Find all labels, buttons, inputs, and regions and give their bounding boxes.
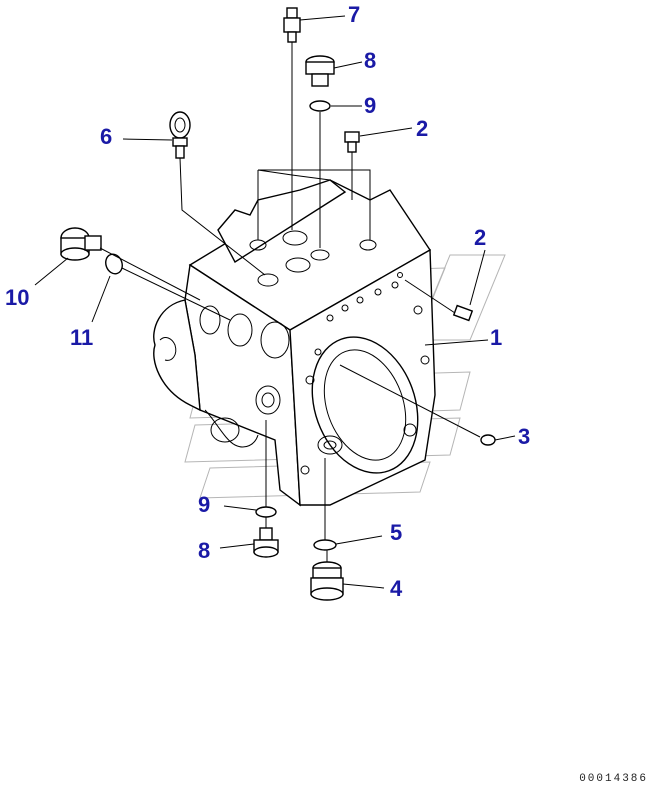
pump-body (153, 179, 436, 507)
assembly-lines (99, 42, 489, 562)
part-4-plug (310, 561, 385, 601)
callout-2-side: 2 (474, 225, 486, 250)
reference-number: 00014386 (579, 773, 648, 785)
part-9-oring-top (309, 100, 362, 112)
callout-8-top: 8 (364, 48, 376, 73)
part-3-cap (480, 434, 516, 446)
part-9-oring-bottom (223, 505, 277, 518)
callout-7: 7 (348, 2, 360, 27)
part-8-plug-bottom (219, 527, 279, 558)
callout-2-upper: 2 (416, 116, 428, 141)
callout-9-top: 9 (364, 93, 376, 118)
part-8-plug-top (305, 55, 363, 87)
part-2-plug-side (452, 249, 486, 322)
part-5-oring (313, 535, 383, 551)
part-7-fitting (283, 7, 346, 43)
part-6-eyebolt (122, 111, 191, 159)
callout-5: 5 (390, 520, 402, 545)
callout-3: 3 (518, 424, 530, 449)
callout-6: 6 (100, 124, 112, 149)
part-11-oring (91, 253, 123, 323)
callout-9-bottom: 9 (198, 492, 210, 517)
part-2-plug-upper (344, 127, 413, 153)
callout-1: 1 (490, 325, 502, 350)
part-10-plug (34, 227, 102, 286)
callout-4: 4 (390, 576, 403, 601)
callout-11: 11 (70, 325, 93, 350)
callout-10: 10 (5, 285, 29, 310)
callout-8-bottom: 8 (198, 538, 210, 563)
